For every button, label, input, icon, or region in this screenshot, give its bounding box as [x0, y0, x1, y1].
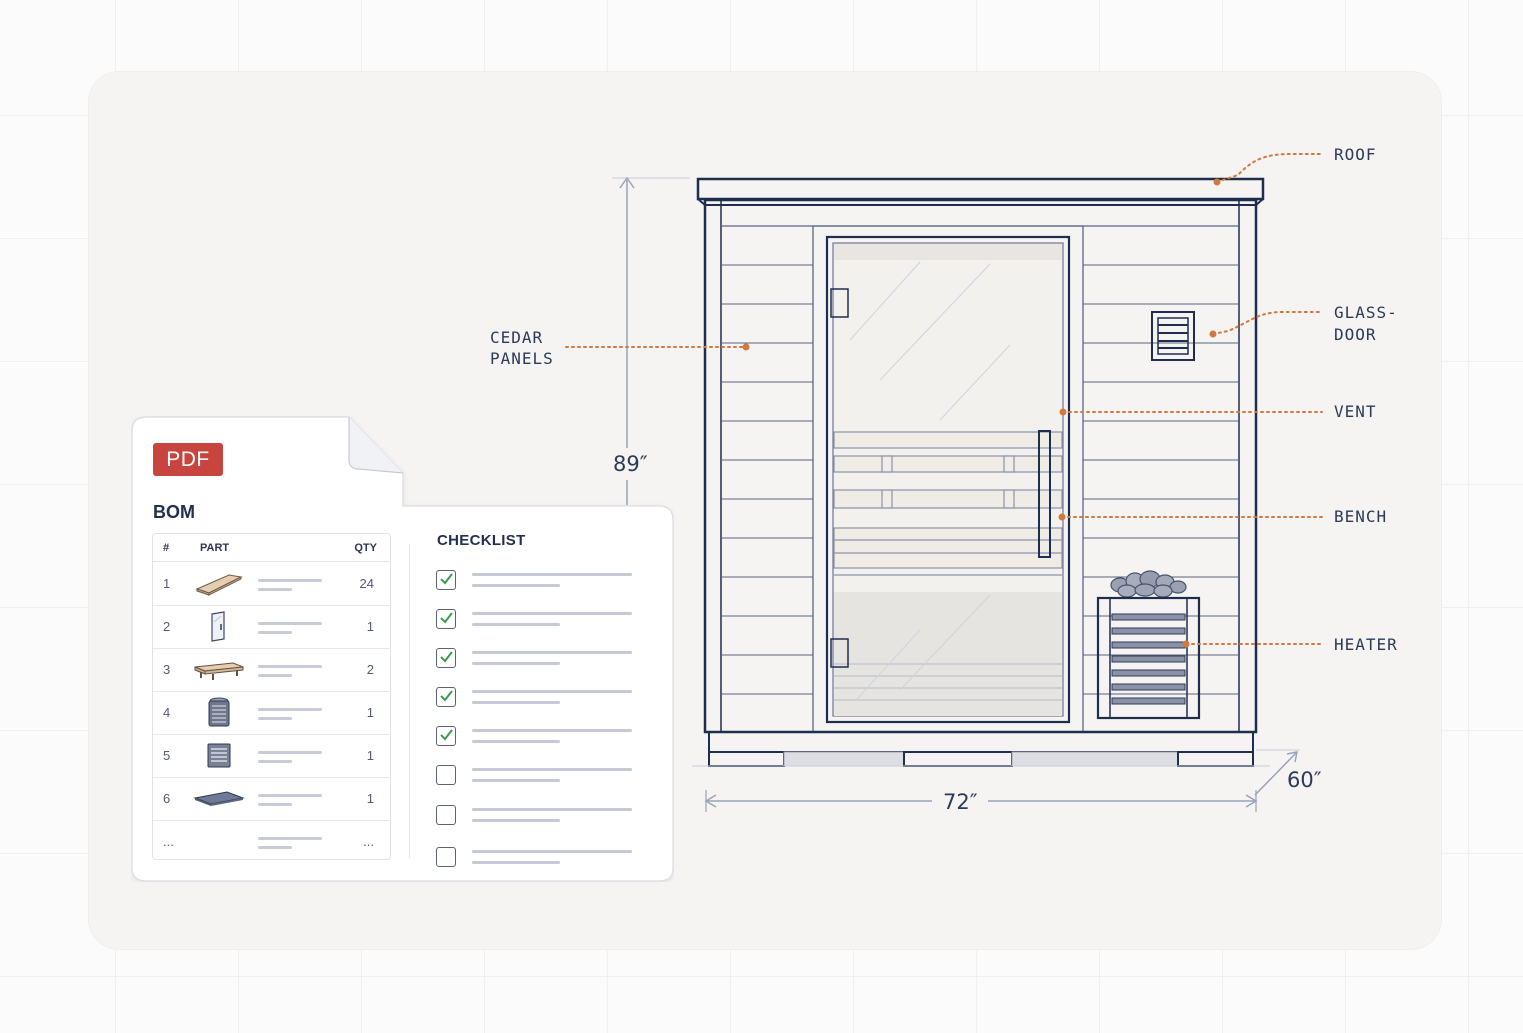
vent-icon — [207, 743, 231, 768]
callout-roof: ROOF — [1334, 145, 1377, 164]
bom-header-num: # — [163, 542, 170, 554]
hinge-bottom — [830, 638, 849, 668]
table-row: 5 1 — [153, 734, 390, 778]
table-row: 6 1 — [153, 777, 390, 821]
hinge-top — [830, 288, 849, 318]
glass-door — [825, 235, 1071, 724]
door-handle — [1038, 430, 1051, 558]
check-icon — [440, 651, 453, 663]
callout-glass-door-line1: GLASS- — [1334, 303, 1398, 322]
bom-header-qty: QTY — [354, 542, 377, 554]
table-row: 3 2 — [153, 648, 390, 692]
check-icon — [440, 690, 453, 702]
checklist-item — [436, 609, 646, 633]
glass-door-icon — [211, 611, 225, 642]
heater — [1096, 570, 1201, 720]
checklist-item — [436, 847, 646, 871]
height-dimension — [612, 176, 690, 505]
base — [708, 731, 1254, 753]
bom-table: # PART QTY 1 24 2 1 — [152, 533, 391, 860]
pdf-badge: PDF — [153, 443, 223, 476]
checkbox-checked[interactable] — [436, 648, 456, 668]
check-icon — [440, 612, 453, 624]
cedar-panels-left — [721, 226, 814, 732]
checklist-item — [436, 726, 646, 750]
checklist-item — [436, 765, 646, 789]
bench — [833, 431, 1063, 576]
checklist-item — [436, 648, 646, 672]
check-icon — [440, 729, 453, 741]
callout-cedar-line1: CEDAR — [490, 328, 543, 347]
bom-header-row: # PART QTY — [153, 534, 390, 562]
checkbox-checked[interactable] — [436, 687, 456, 707]
checkbox-checked[interactable] — [436, 726, 456, 746]
roof-leader — [1216, 153, 1323, 183]
callout-vent: VENT — [1334, 402, 1377, 421]
vent — [1151, 311, 1195, 361]
checklist-item — [436, 805, 646, 829]
table-row: ... ... — [163, 834, 374, 849]
checklist-item — [436, 570, 646, 594]
cedar-board-icon — [195, 574, 243, 596]
depth-dimension — [1254, 749, 1300, 796]
glass-door-leader — [1212, 311, 1323, 335]
checkbox-checked[interactable] — [436, 570, 456, 590]
callout-bench: BENCH — [1334, 507, 1387, 526]
table-row: 4 1 — [153, 691, 390, 735]
checkbox-unchecked[interactable] — [436, 847, 456, 867]
floor-slats — [834, 663, 1062, 701]
dimension-height: 89″ — [613, 452, 648, 476]
bom-header-part: PART — [200, 542, 230, 554]
width-dimension — [704, 790, 1258, 812]
checkbox-checked[interactable] — [436, 609, 456, 629]
floor-mat-icon — [193, 791, 245, 806]
column-divider — [409, 544, 410, 858]
heater-icon — [208, 697, 230, 727]
callout-glass-door-line2: DOOR — [1334, 325, 1377, 344]
checklist-item — [436, 687, 646, 711]
dimension-width: 72″ — [943, 790, 978, 814]
check-icon — [440, 573, 453, 585]
checklist-title: CHECKLIST — [437, 532, 526, 549]
checkbox-unchecked[interactable] — [436, 765, 456, 785]
dimension-depth: 60″ — [1287, 768, 1322, 792]
table-row: 2 1 — [153, 605, 390, 649]
callout-heater: HEATER — [1334, 635, 1398, 654]
roof — [696, 177, 1265, 201]
table-row: 1 24 — [153, 562, 390, 606]
bom-title: BOM — [153, 502, 195, 522]
glass-reflections — [849, 261, 1011, 701]
callout-cedar-line2: PANELS — [490, 349, 554, 368]
checkbox-unchecked[interactable] — [436, 805, 456, 825]
pdf-document: PDF BOM # PART QTY 1 24 2 — [131, 416, 674, 882]
bench-icon — [194, 662, 244, 680]
